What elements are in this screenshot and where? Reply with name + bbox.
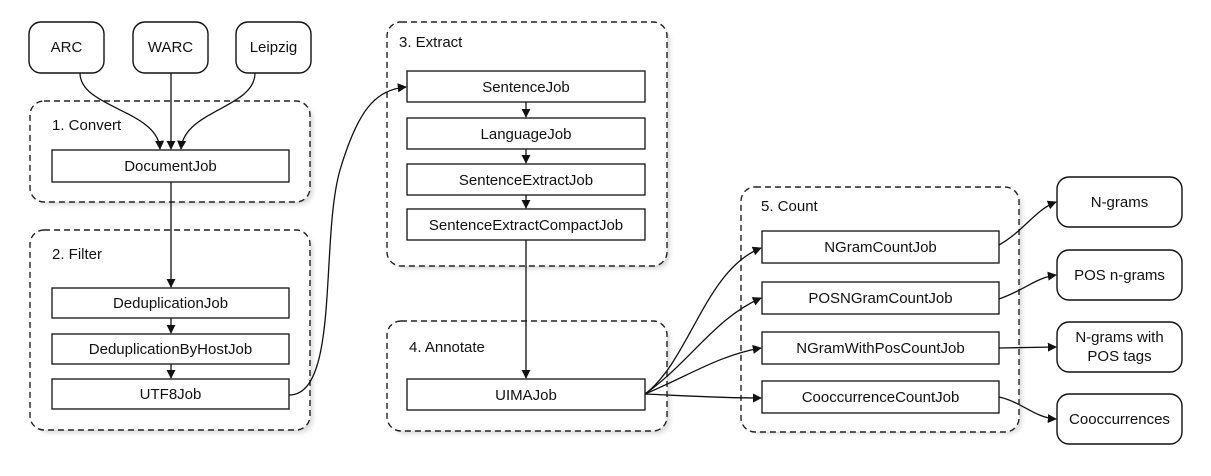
job-cooccurrence-count: CooccurrenceCountJob <box>761 380 1000 414</box>
source-arc: ARC <box>28 21 105 74</box>
edge-utf8-to-sentence <box>288 83 407 396</box>
edge-leipzig-to-document <box>177 72 256 150</box>
job-ngram-count: NGramCountJob <box>761 230 1000 264</box>
output-pos-ngrams-label: POS n-grams <box>1074 267 1165 284</box>
job-uima-label: UIMAJob <box>495 387 557 404</box>
job-ngram-with-pos-count: NGramWithPosCountJob <box>761 331 1000 365</box>
job-language-label: LanguageJob <box>481 126 572 143</box>
edge-uima-to-pos-ngram-count <box>644 297 762 395</box>
edges <box>79 72 1057 424</box>
job-ngram-count-label: NGramCountJob <box>824 239 937 256</box>
output-cooccurrences: Cooccurrences <box>1056 393 1183 445</box>
job-pos-ngram-count-label: POSNGramCountJob <box>808 290 952 307</box>
source-leipzig-label: Leipzig <box>250 39 298 56</box>
group-convert-title: 1. Convert <box>52 117 122 134</box>
job-document: DocumentJob <box>51 149 290 183</box>
edge-pos-ngram-count-to-pos-ngrams <box>998 271 1057 300</box>
job-utf8-label: UTF8Job <box>140 386 202 403</box>
job-deduplication-label: DeduplicationJob <box>113 295 228 312</box>
job-sentence-extract: SentenceExtractJob <box>406 163 646 196</box>
job-deduplication-by-host-label: DeduplicationByHostJob <box>89 341 252 358</box>
job-cooccurrence-count-label: CooccurrenceCountJob <box>802 389 960 406</box>
job-document-label: DocumentJob <box>124 158 217 175</box>
job-pos-ngram-count: POSNGramCountJob <box>761 281 1000 315</box>
source-warc: WARC <box>132 21 209 74</box>
edge-cooccurrence-count-to-cooccurrences <box>998 396 1057 424</box>
job-language: LanguageJob <box>406 117 646 150</box>
output-pos-ngrams: POS n-grams <box>1056 249 1183 301</box>
edge-ngram-count-to-ngrams <box>998 200 1057 246</box>
job-sentence-extract-compact: SentenceExtractCompactJob <box>406 208 646 241</box>
output-ngrams-with-pos-tags-label-1: N-grams with <box>1075 329 1163 346</box>
group-filter-title: 2. Filter <box>52 246 102 263</box>
job-deduplication-by-host: DeduplicationByHostJob <box>51 333 290 365</box>
job-deduplication: DeduplicationJob <box>51 287 290 319</box>
group-annotate: 4. Annotate <box>386 320 670 434</box>
group-extract-title: 3. Extract <box>399 34 463 51</box>
job-ngram-with-pos-count-label: NGramWithPosCountJob <box>796 340 964 357</box>
job-sentence-label: SentenceJob <box>482 79 570 96</box>
source-leipzig: Leipzig <box>235 21 312 74</box>
edge-uima-to-cooccurrence-count <box>644 393 762 403</box>
output-ngrams: N-grams <box>1056 176 1183 228</box>
output-ngrams-label: N-grams <box>1091 194 1149 211</box>
edge-uima-to-ngram-with-pos-count <box>644 344 762 395</box>
job-sentence-extract-compact-label: SentenceExtractCompactJob <box>429 217 623 234</box>
output-cooccurrences-label: Cooccurrences <box>1069 411 1170 428</box>
edge-arc-to-document <box>79 72 165 150</box>
group-count-title: 5. Count <box>761 198 819 215</box>
output-ngrams-with-pos-tags-label-2: POS tags <box>1087 348 1151 365</box>
job-sentence: SentenceJob <box>406 70 646 103</box>
job-sentence-extract-label: SentenceExtractJob <box>459 172 593 189</box>
job-uima: UIMAJob <box>406 378 646 411</box>
edge-uima-to-ngram-count <box>644 246 762 395</box>
source-warc-label: WARC <box>148 39 193 56</box>
job-utf8: UTF8Job <box>51 378 290 410</box>
source-arc-label: ARC <box>51 39 83 56</box>
group-annotate-title: 4. Annotate <box>409 339 485 356</box>
output-ngrams-with-pos-tags: N-grams with POS tags <box>1056 321 1183 373</box>
edge-ngram-with-pos-count-to-tags <box>998 342 1057 352</box>
